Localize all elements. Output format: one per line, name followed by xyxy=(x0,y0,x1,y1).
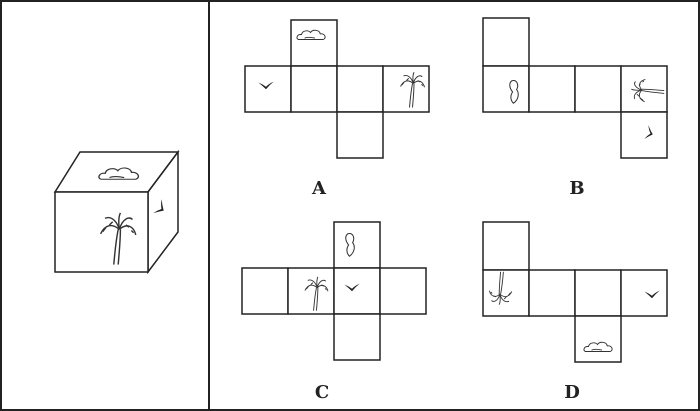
option-a-label[interactable]: A xyxy=(311,178,327,199)
option-b-net[interactable] xyxy=(483,18,667,158)
option-c-net[interactable] xyxy=(242,222,426,360)
option-d-net[interactable] xyxy=(483,222,667,362)
option-a-net[interactable] xyxy=(245,20,429,158)
reference-cube xyxy=(55,152,178,272)
option-d-label[interactable]: D xyxy=(564,382,580,403)
option-b-label[interactable]: B xyxy=(569,178,584,199)
option-c-label[interactable]: C xyxy=(315,382,329,403)
